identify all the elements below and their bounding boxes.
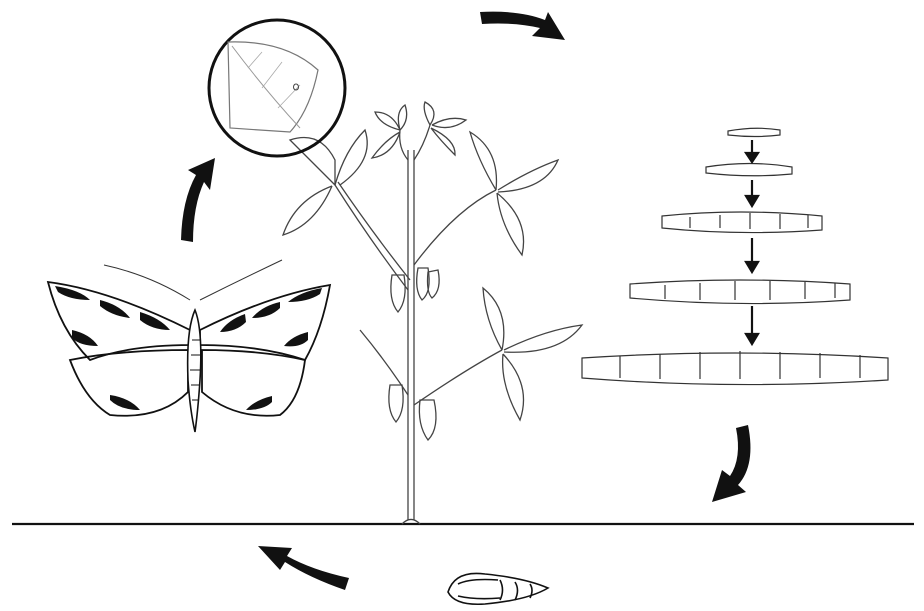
arrow-right-down xyxy=(712,425,750,502)
larva-instar-5 xyxy=(582,353,888,385)
arrow-left-up xyxy=(181,158,215,242)
adult-moth xyxy=(48,260,330,432)
pupa xyxy=(448,573,548,604)
larva-instars xyxy=(582,128,888,384)
larva-instar-4 xyxy=(630,280,850,304)
arrow-top-right xyxy=(480,12,565,40)
larva-instar-3 xyxy=(662,212,822,233)
larva-instar-2 xyxy=(706,164,792,176)
arrow-bottom-left xyxy=(258,546,349,590)
host-plant xyxy=(283,102,582,524)
egg-on-leaf-inset xyxy=(209,20,345,156)
larva-instar-1 xyxy=(728,128,780,136)
larva-growth-arrows xyxy=(746,140,758,344)
